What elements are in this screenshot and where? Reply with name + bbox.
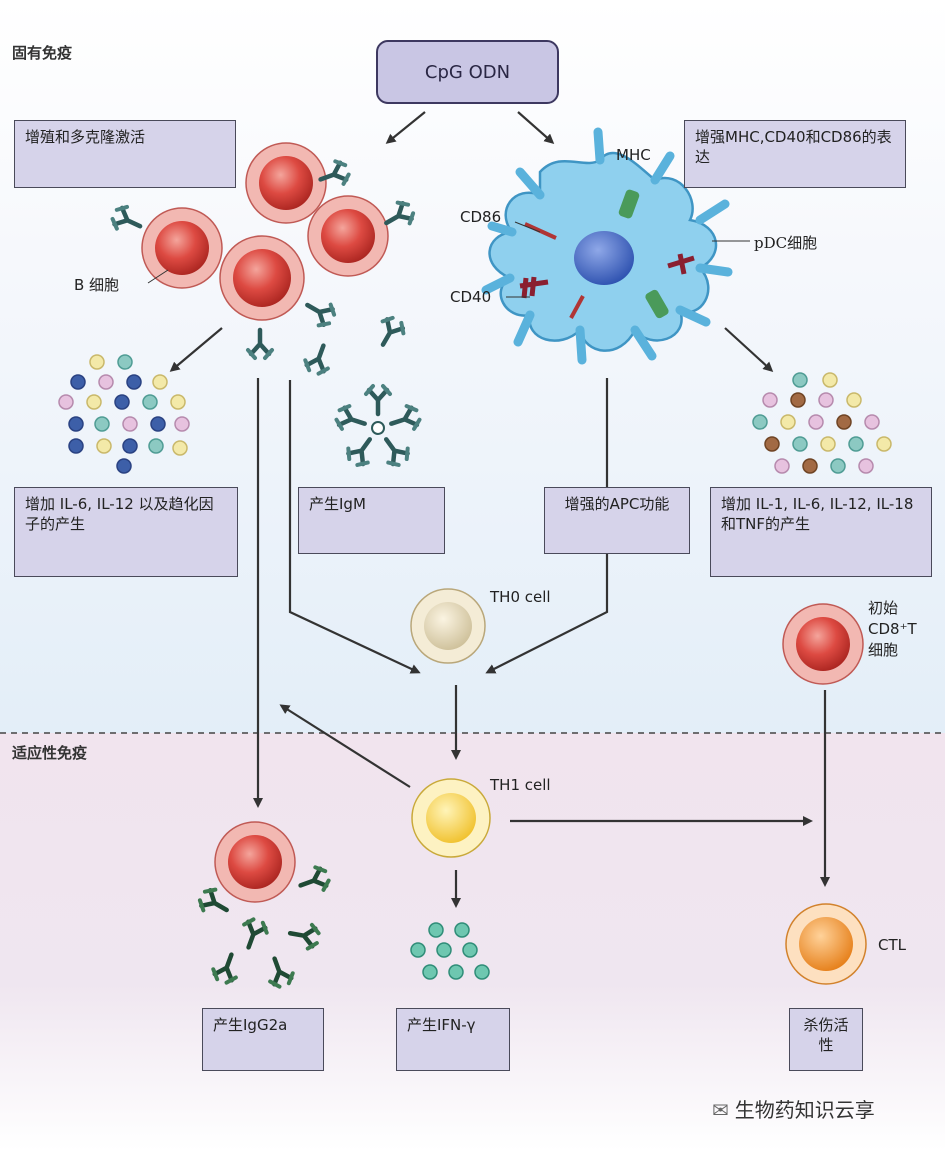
cytokines-right: [752, 372, 892, 474]
b-cell-label: B 细胞: [74, 276, 120, 294]
cpg-odn-label: CpG ODN: [424, 61, 511, 83]
arrow-th1-to-bcell: [279, 704, 411, 788]
pdc-label: pDC细胞: [754, 234, 818, 252]
ifn-gamma-text: 产生IFN-γ: [407, 1016, 476, 1034]
apc-box: 增强的APC功能: [544, 487, 690, 554]
apc-text: 增强的APC功能: [564, 495, 670, 513]
th0-cell-label: TH0 cell: [490, 588, 551, 606]
ctl-label: CTL: [878, 936, 906, 954]
th0-cell: [410, 588, 486, 664]
il1-tnf-box: 增加 IL-1, IL-6, IL-12, IL-18 和TNF的产生: [710, 487, 932, 577]
cpg-odn-box: CpG ODN: [376, 40, 559, 104]
th1-cell: [411, 778, 491, 858]
naive-cd8-label: 初始CD8⁺T 细胞: [868, 599, 917, 659]
watermark-text: 生物药知识云享: [734, 1098, 875, 1122]
pdc-cell: [481, 127, 750, 365]
watermark: ✉生物药知识云享: [712, 1094, 875, 1123]
b-activation-text: 增殖和多克隆激活: [25, 128, 146, 146]
igg2a-text: 产生IgG2a: [213, 1016, 288, 1034]
arrow-pdc-to-cytokines: [724, 327, 774, 373]
igm-box: 产生IgM: [298, 487, 445, 554]
arrow-cpg-to-pdc: [517, 111, 555, 144]
cd40-label: CD40: [450, 288, 492, 306]
naive-cd8-cell: [782, 603, 864, 685]
mhc-label: MHC: [616, 146, 651, 164]
ifn-gamma-box: 产生IFN-γ: [396, 1008, 510, 1071]
th1-cell-label: TH1 cell: [490, 776, 551, 794]
b-cell-cluster: [110, 142, 417, 376]
arrow-apc-to-th1: [485, 378, 609, 674]
arrow-bcell-to-th1: [288, 380, 421, 674]
kill-activity-text: 杀伤活性: [803, 1016, 849, 1055]
arrow-cpg-to-bcells: [385, 111, 426, 144]
il1-tnf-text: 增加 IL-1, IL-6, IL-12, IL-18 和TNF的产生: [721, 495, 914, 534]
il6-il12-text: 增加 IL-6, IL-12 以及趋化因子的产生: [25, 495, 214, 534]
adaptive-immunity-label: 适应性免疫: [12, 744, 88, 762]
ifn-gamma-molecules: [410, 922, 490, 980]
igg2a-box: 产生IgG2a: [202, 1008, 324, 1071]
b-activation-box: 增殖和多克隆激活: [14, 120, 236, 188]
igm-pentamer: [334, 386, 421, 469]
mhc-expression-text: 增强MHC,CD40和CD86的表达: [695, 128, 892, 167]
cytokines-left: [58, 354, 190, 474]
mhc-expression-box: 增强MHC,CD40和CD86的表达: [684, 120, 906, 188]
flow-arrows: [169, 111, 830, 908]
b-cell-igg2a: [196, 821, 331, 989]
arrow-bcells-to-cytokines: [169, 327, 223, 372]
kill-activity-box: 杀伤活性: [789, 1008, 863, 1071]
innate-immunity-label: 固有免疫: [12, 44, 73, 62]
wechat-icon: ✉: [712, 1098, 729, 1122]
ctl-cell: [785, 903, 867, 985]
il6-il12-box: 增加 IL-6, IL-12 以及趋化因子的产生: [14, 487, 238, 577]
igm-text: 产生IgM: [309, 495, 366, 513]
cd86-label: CD86: [460, 208, 502, 226]
